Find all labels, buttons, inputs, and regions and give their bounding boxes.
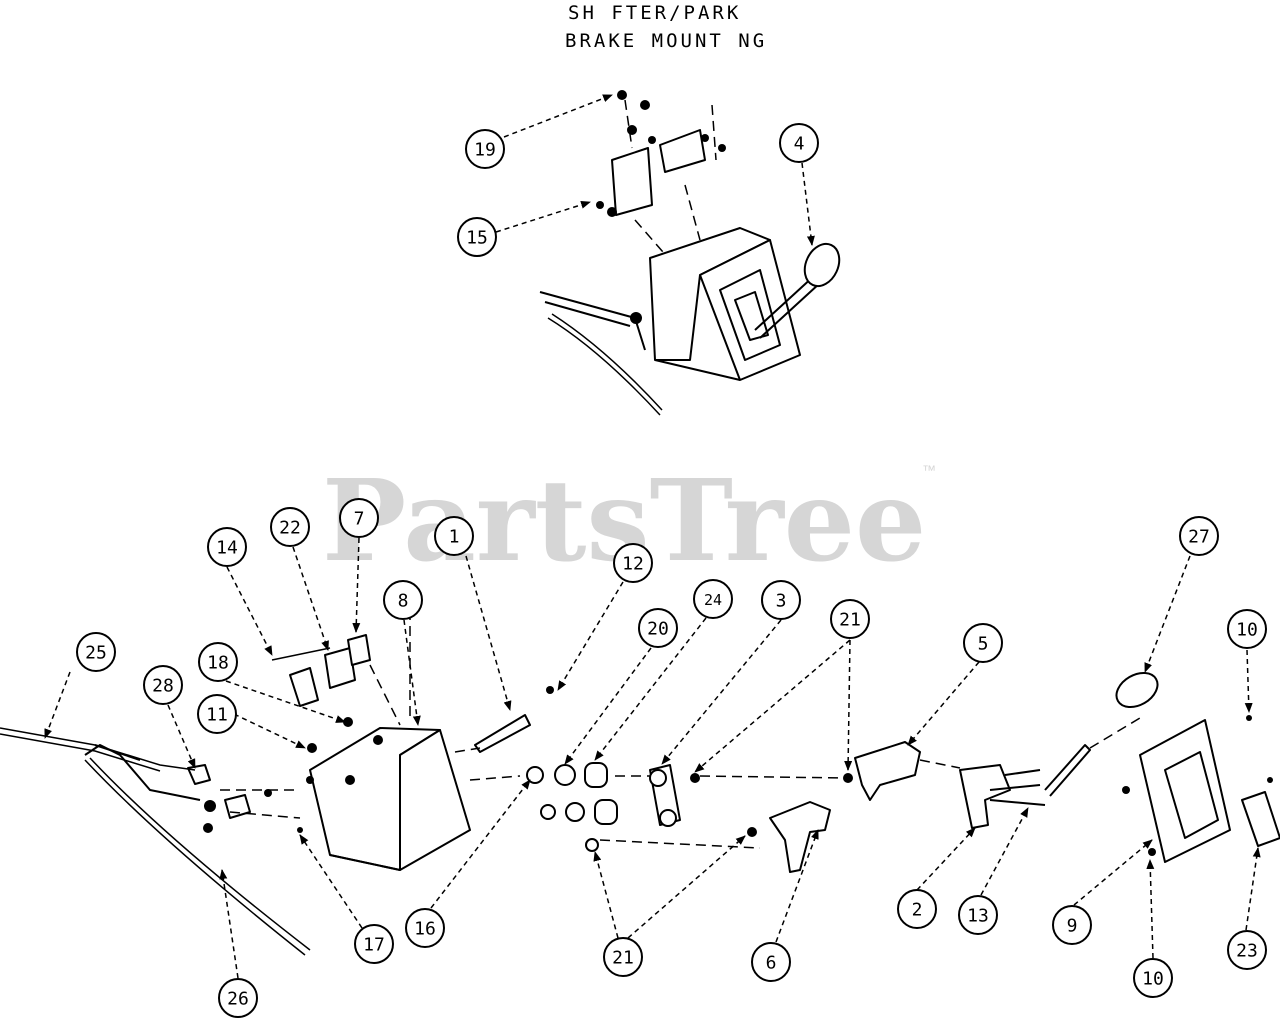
svg-text:26: 26 <box>227 989 249 1010</box>
callout-3: 3 <box>761 580 801 620</box>
callout-17: 17 <box>354 924 394 964</box>
svg-text:23: 23 <box>1236 941 1258 962</box>
svg-text:6: 6 <box>766 953 777 974</box>
leader-lines <box>44 94 1261 979</box>
callout-20: 20 <box>638 608 678 648</box>
svg-text:22: 22 <box>279 518 301 539</box>
svg-text:8: 8 <box>398 591 409 612</box>
top-assembly-drawing <box>539 90 841 416</box>
title-line-2: BRAKE MOUNT NG <box>565 30 767 52</box>
svg-text:19: 19 <box>474 140 496 161</box>
callout-19: 19 <box>465 129 505 169</box>
callout-25: 25 <box>76 632 116 672</box>
svg-text:13: 13 <box>967 906 989 927</box>
svg-text:2: 2 <box>912 900 923 921</box>
callout-9: 9 <box>1052 905 1092 945</box>
svg-text:10: 10 <box>1236 620 1258 641</box>
callout-15: 15 <box>457 217 497 257</box>
svg-text:28: 28 <box>152 676 174 697</box>
diagram-title: SH FTER/PARK BRAKE MOUNT NG <box>565 2 767 52</box>
callout-26: 26 <box>218 978 258 1018</box>
svg-text:4: 4 <box>794 134 805 155</box>
callout-23: 23 <box>1227 930 1267 970</box>
callout-13: 13 <box>958 895 998 935</box>
callout-21-top: 21 <box>830 599 870 639</box>
svg-text:16: 16 <box>414 919 436 940</box>
callout-16: 16 <box>405 908 445 948</box>
svg-text:25: 25 <box>85 643 107 664</box>
callout-1: 1 <box>434 516 474 556</box>
callout-22: 22 <box>270 507 310 547</box>
svg-text:21: 21 <box>612 948 634 969</box>
callout-14: 14 <box>207 527 247 567</box>
svg-text:20: 20 <box>647 619 669 640</box>
svg-text:17: 17 <box>363 935 385 956</box>
svg-text:15: 15 <box>466 228 488 249</box>
bottom-assembly-drawing <box>0 610 1280 956</box>
callout-4: 4 <box>779 123 819 163</box>
svg-text:7: 7 <box>354 509 365 530</box>
svg-text:18: 18 <box>207 653 229 674</box>
callout-27: 27 <box>1179 516 1219 556</box>
callout-21-bottom: 21 <box>603 937 643 977</box>
callout-10-top: 10 <box>1227 609 1267 649</box>
svg-text:14: 14 <box>216 538 238 559</box>
svg-text:5: 5 <box>978 634 989 655</box>
callout-5: 5 <box>963 623 1003 663</box>
callout-12: 12 <box>613 543 653 583</box>
svg-text:11: 11 <box>206 705 228 726</box>
callout-10-bottom: 10 <box>1133 958 1173 998</box>
callout-6: 6 <box>751 942 791 982</box>
trademark-symbol: ™ <box>922 462 936 478</box>
svg-text:3: 3 <box>776 591 787 612</box>
svg-text:9: 9 <box>1067 916 1078 937</box>
callouts: 19 15 4 22 7 14 1 12 27 8 20 24 3 21 5 1… <box>76 123 1267 1018</box>
svg-text:10: 10 <box>1142 969 1164 990</box>
callout-2: 2 <box>897 889 937 929</box>
callout-18: 18 <box>198 642 238 682</box>
callout-24: 24 <box>693 579 733 619</box>
svg-text:27: 27 <box>1188 527 1210 548</box>
svg-text:24: 24 <box>704 591 722 609</box>
svg-text:12: 12 <box>622 554 644 575</box>
svg-text:1: 1 <box>449 527 460 548</box>
callout-8: 8 <box>383 580 423 620</box>
svg-text:21: 21 <box>839 610 861 631</box>
callout-7: 7 <box>339 498 379 538</box>
callout-11: 11 <box>197 694 237 734</box>
callout-28: 28 <box>143 665 183 705</box>
title-line-1: SH FTER/PARK <box>568 2 741 24</box>
